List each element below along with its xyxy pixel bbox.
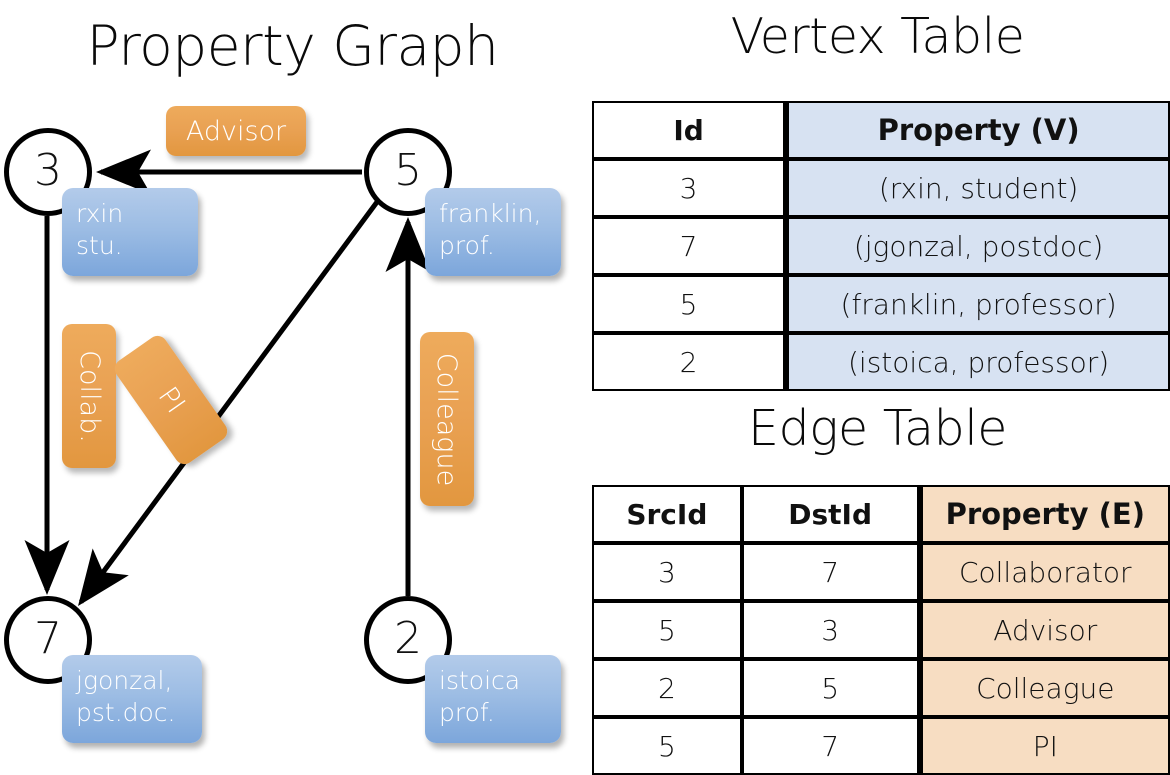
vertex-table: Id Property (V) 3 (rxin, student) 7 (jgo…	[592, 101, 1170, 391]
vertex-property-badge-5-line1: franklin,	[439, 199, 542, 228]
vertex-property-badge-7: jgonzal, pst.doc.	[62, 655, 202, 743]
property-graph-panel: 3 5 7 2 rxin stu. franklin, prof. jgonza…	[0, 0, 585, 760]
table-row: 3 7 Collaborator	[592, 543, 1170, 601]
vertex-table-header-id: Id	[592, 101, 786, 159]
edge-row-0-src: 3	[592, 543, 742, 601]
vertex-table-header-property: Property (V)	[785, 101, 1170, 159]
graph-node-3-label: 3	[34, 144, 62, 196]
vertex-row-2-id: 5	[592, 275, 786, 333]
table-row: 3 (rxin, student)	[592, 159, 1170, 217]
edge-row-1-property: Advisor	[918, 601, 1170, 659]
table-row: 5 3 Advisor	[592, 601, 1170, 659]
edge-table-header-property: Property (E)	[918, 485, 1170, 543]
vertex-property-badge-3: rxin stu.	[62, 188, 198, 276]
graph-node-5-label: 5	[394, 144, 422, 196]
vertex-property-badge-5-line2: prof.	[439, 231, 495, 260]
edge-row-3-property: PI	[918, 717, 1170, 775]
edge-5-to-7	[78, 200, 380, 607]
vertex-property-badge-7-line2: pst.doc.	[76, 698, 176, 727]
vertex-table-header-row: Id Property (V)	[592, 101, 1170, 159]
vertex-row-3-property: (istoica, professor)	[785, 333, 1170, 391]
edge-label-colleague: Colleague	[420, 332, 474, 506]
vertex-row-0-id: 3	[592, 159, 786, 217]
vertex-row-0-property: (rxin, student)	[785, 159, 1170, 217]
edge-row-2-src: 2	[592, 659, 742, 717]
vertex-property-badge-3-line1: rxin	[76, 199, 124, 228]
graph-node-2-label: 2	[394, 612, 422, 664]
edge-row-0-dst: 7	[741, 543, 919, 601]
graph-node-5[interactable]: 5	[364, 128, 452, 216]
edge-table-header-row: SrcId DstId Property (E)	[592, 485, 1170, 543]
page-title-edge-table: Edge Table	[748, 400, 1007, 457]
page-title-property-graph: Property Graph	[86, 14, 499, 78]
table-row: 5 (franklin, professor)	[592, 275, 1170, 333]
vertex-row-1-property: (jgonzal, postdoc)	[785, 217, 1170, 275]
vertex-property-badge-2: istoica prof.	[425, 655, 561, 743]
table-row: 2 (istoica, professor)	[592, 333, 1170, 391]
edge-label-advisor: Advisor	[166, 106, 306, 156]
edge-row-0-property: Collaborator	[918, 543, 1170, 601]
edge-row-2-property: Colleague	[918, 659, 1170, 717]
vertex-row-1-id: 7	[592, 217, 786, 275]
table-row: 5 7 PI	[592, 717, 1170, 775]
table-row: 7 (jgonzal, postdoc)	[592, 217, 1170, 275]
edge-table-header-dstid: DstId	[741, 485, 919, 543]
graph-node-7-label: 7	[34, 612, 62, 664]
graph-node-2[interactable]: 2	[364, 596, 452, 684]
vertex-property-badge-5: franklin, prof.	[425, 188, 561, 276]
edge-row-3-dst: 7	[741, 717, 919, 775]
vertex-property-badge-2-line2: prof.	[439, 698, 495, 727]
graph-edges-svg	[24, 149, 431, 607]
edge-table-header-srcid: SrcId	[592, 485, 742, 543]
vertex-property-badge-3-line2: stu.	[76, 231, 123, 260]
vertex-property-badge-7-line1: jgonzal,	[76, 666, 173, 695]
edge-row-2-dst: 5	[741, 659, 919, 717]
edge-row-1-dst: 3	[741, 601, 919, 659]
edge-table: SrcId DstId Property (E) 3 7 Collaborato…	[592, 485, 1170, 775]
edge-label-advisor-text: Advisor	[185, 115, 287, 147]
edge-row-3-src: 5	[592, 717, 742, 775]
vertex-row-3-id: 2	[592, 333, 786, 391]
edge-label-collab: Collab.	[62, 324, 116, 468]
edge-row-1-src: 5	[592, 601, 742, 659]
vertex-property-badge-2-line1: istoica	[439, 666, 521, 695]
edge-label-colleague-text: Colleague	[431, 352, 463, 486]
page-title-vertex-table: Vertex Table	[730, 8, 1025, 65]
edge-label-pi-text: PI	[151, 381, 191, 419]
vertex-row-2-property: (franklin, professor)	[785, 275, 1170, 333]
edge-label-collab-text: Collab.	[73, 349, 105, 443]
table-row: 2 5 Colleague	[592, 659, 1170, 717]
